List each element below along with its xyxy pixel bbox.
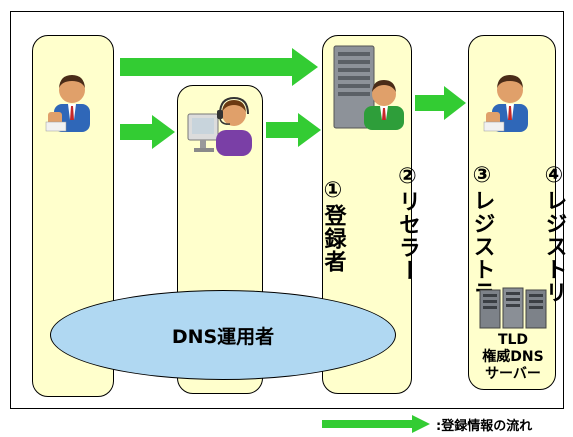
tld-server-label: TLD 権威DNS サーバー [475, 332, 551, 383]
registry-person-icon [483, 75, 528, 132]
lane-registry-label: ④レジストリ [541, 162, 567, 304]
legend: :登録情報の流れ [322, 414, 532, 434]
dns-operator-ellipse: DNS運用者 [50, 290, 396, 380]
tld-line1: TLD [497, 332, 529, 348]
lane-registrar-label: ③レジストラ [469, 162, 495, 304]
tld-server-rack-icon [479, 287, 547, 329]
lane-reseller-label: ②リセラー [395, 164, 420, 282]
arrow-registrant-to-reseller [120, 115, 175, 149]
tld-line3: サーバー [485, 366, 541, 382]
registrar-server-icon [333, 45, 404, 130]
reseller-operator-icon [187, 96, 252, 156]
tld-line2: 権威DNS [482, 349, 544, 365]
dns-operator-label: DNS運用者 [171, 325, 275, 348]
lane-registry [468, 35, 556, 390]
lane-registrant-label: ①登録者 [320, 177, 346, 273]
registrant-person-icon [45, 75, 90, 132]
arrow-registrar-to-registry [415, 86, 466, 120]
arrow-reseller-to-registrar [266, 113, 321, 147]
legend-label: :登録情報の流れ [436, 418, 533, 434]
arrow-registrant-to-registrar [120, 48, 318, 86]
legend-arrow-icon [322, 415, 430, 433]
